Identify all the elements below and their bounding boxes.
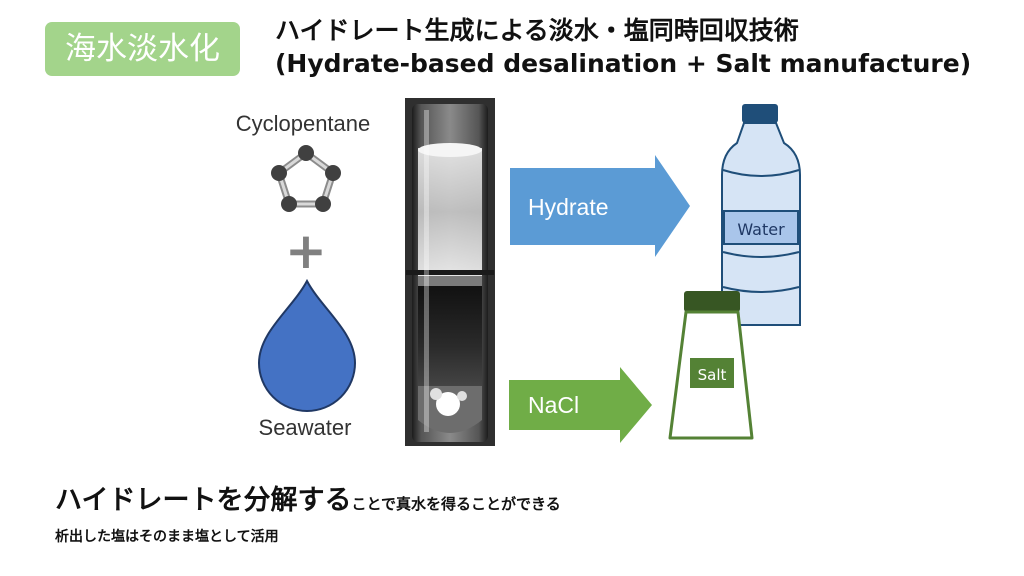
footer-rest: ことで真水を得ることができる [351, 495, 561, 513]
cyclopentane-label: Cyclopentane [236, 111, 371, 136]
cyclopentane-molecule-icon [271, 145, 341, 212]
test-tube-photo [405, 98, 495, 446]
water-bottle-icon [721, 104, 801, 326]
title-english: (Hydrate-based desalination + Salt manuf… [275, 49, 972, 78]
salt-shaker-icon [668, 291, 754, 440]
hydrate-arrow-label: Hydrate [528, 194, 609, 220]
water-bottle-label: Water [737, 220, 785, 239]
nacl-arrow [509, 367, 652, 443]
footer-line-2: 析出した塩はそのまま塩として活用 [55, 529, 279, 545]
page-title: ハイドレート生成による淡水・塩同時回収技術 (Hydrate-based des… [275, 14, 1020, 80]
footer-emphasis: ハイドレートを分解する [55, 485, 352, 516]
hydrate-arrow [510, 155, 690, 257]
title-japanese: ハイドレート生成による淡水・塩同時回収技術 [275, 16, 799, 45]
nacl-arrow-label: NaCl [528, 392, 579, 418]
salt-shaker-label: Salt [698, 366, 727, 384]
water-droplet-icon [257, 278, 357, 412]
seawater-label: Seawater [259, 415, 352, 440]
plus-icon: + [285, 222, 327, 280]
topic-badge: 海水淡水化 [45, 22, 240, 76]
footer-line-1: ハイドレートを分解することで真水を得ることができる [55, 478, 561, 517]
